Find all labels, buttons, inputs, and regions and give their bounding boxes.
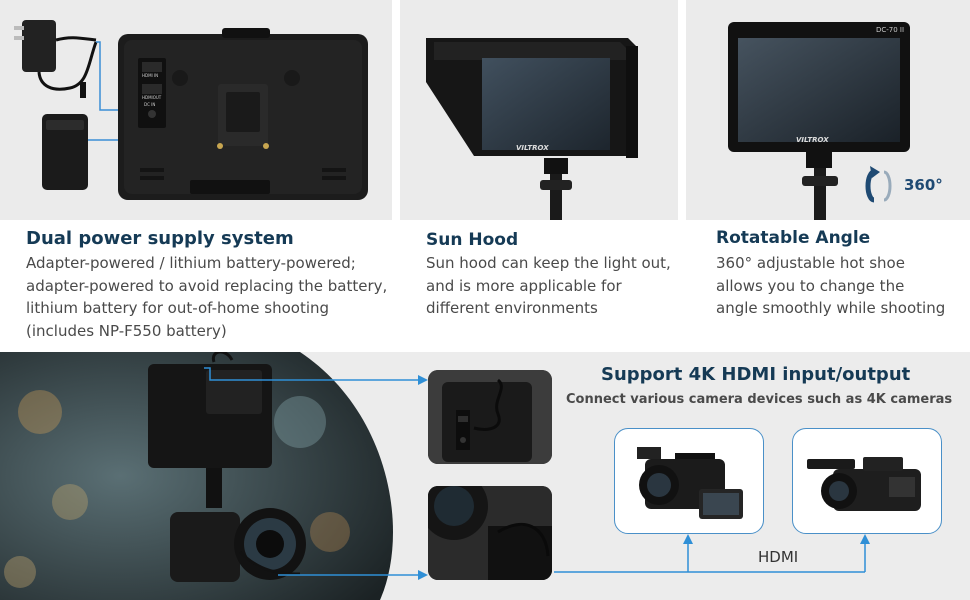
description-line: adapter-powered to avoid replacing the b…	[26, 276, 388, 295]
feature-description-dual-power: Adapter-powered / lithium battery-powere…	[26, 252, 387, 342]
description-line: Sun hood can keep the light out,	[426, 254, 671, 272]
feature-title-sun-hood: Sun Hood	[426, 230, 519, 250]
port-closeup-illustration	[428, 370, 552, 464]
camcorder-icon	[637, 447, 743, 519]
description-line: Adapter-powered / lithium battery-powere…	[26, 254, 356, 272]
description-line: different environments	[426, 299, 598, 317]
dc-in-port-label: DC IN	[144, 102, 156, 107]
rotate-360-label: 360°	[904, 176, 943, 194]
camera-rig-photo	[0, 352, 400, 600]
model-mark: DC-70 II	[876, 26, 905, 34]
camcorder-card-1	[614, 428, 764, 534]
description-line: (includes NP-F550 battery)	[26, 321, 227, 340]
feature-title-dual-power: Dual power supply system	[26, 228, 294, 249]
rotatable-brand-mark: VILTROX	[796, 136, 829, 144]
hdmi-section-subtitle: Connect various camera devices such as 4…	[566, 392, 953, 407]
hdmi-in-port-label: HDMI IN	[142, 73, 159, 78]
hdmi-cable-label: HDMI	[758, 548, 799, 566]
description-line: allows you to change the	[716, 276, 905, 295]
battery-icon	[42, 114, 88, 190]
broadcast-camcorder-icon	[807, 457, 921, 511]
cable-closeup-illustration	[428, 486, 552, 580]
hdmi-out-port-label: HDMIOUT	[142, 95, 162, 100]
hdmi-port-closeup-thumbnail	[428, 370, 552, 464]
hdmi-section-title: Support 4K HDMI input/output	[601, 364, 911, 385]
power-image-panel: HDMI IN HDMIOUT DC IN	[0, 0, 392, 220]
rotatable-image-panel: DC-70 II VILTROX 360°	[686, 0, 970, 220]
rotatable-monitor-illustration	[728, 22, 910, 220]
rotate-arrows-icon	[865, 166, 892, 203]
sun-hood-monitor-illustration	[426, 38, 638, 220]
sun-hood-brand-mark: VILTROX	[516, 144, 549, 152]
camera-rig-illustration	[0, 352, 394, 600]
feature-description-rotatable: 360° adjustable hot shoe allows you to c…	[716, 252, 945, 320]
description-line: 360° adjustable hot shoe	[716, 254, 905, 272]
power-adapter-icon	[14, 20, 98, 98]
sun-hood-image-panel: VILTROX	[400, 0, 678, 220]
camera-cable-closeup-thumbnail	[428, 486, 552, 580]
description-line: angle smoothly while shooting	[716, 299, 946, 317]
monitor-back-illustration	[14, 20, 368, 200]
feature-description-sun-hood: Sun hood can keep the light out, and is …	[426, 252, 671, 320]
feature-title-rotatable: Rotatable Angle	[716, 228, 871, 248]
description-line: lithium battery for out-of-home shooting	[26, 299, 330, 317]
camcorder-card-2	[792, 428, 942, 534]
description-line: and is more applicable for	[426, 276, 622, 295]
